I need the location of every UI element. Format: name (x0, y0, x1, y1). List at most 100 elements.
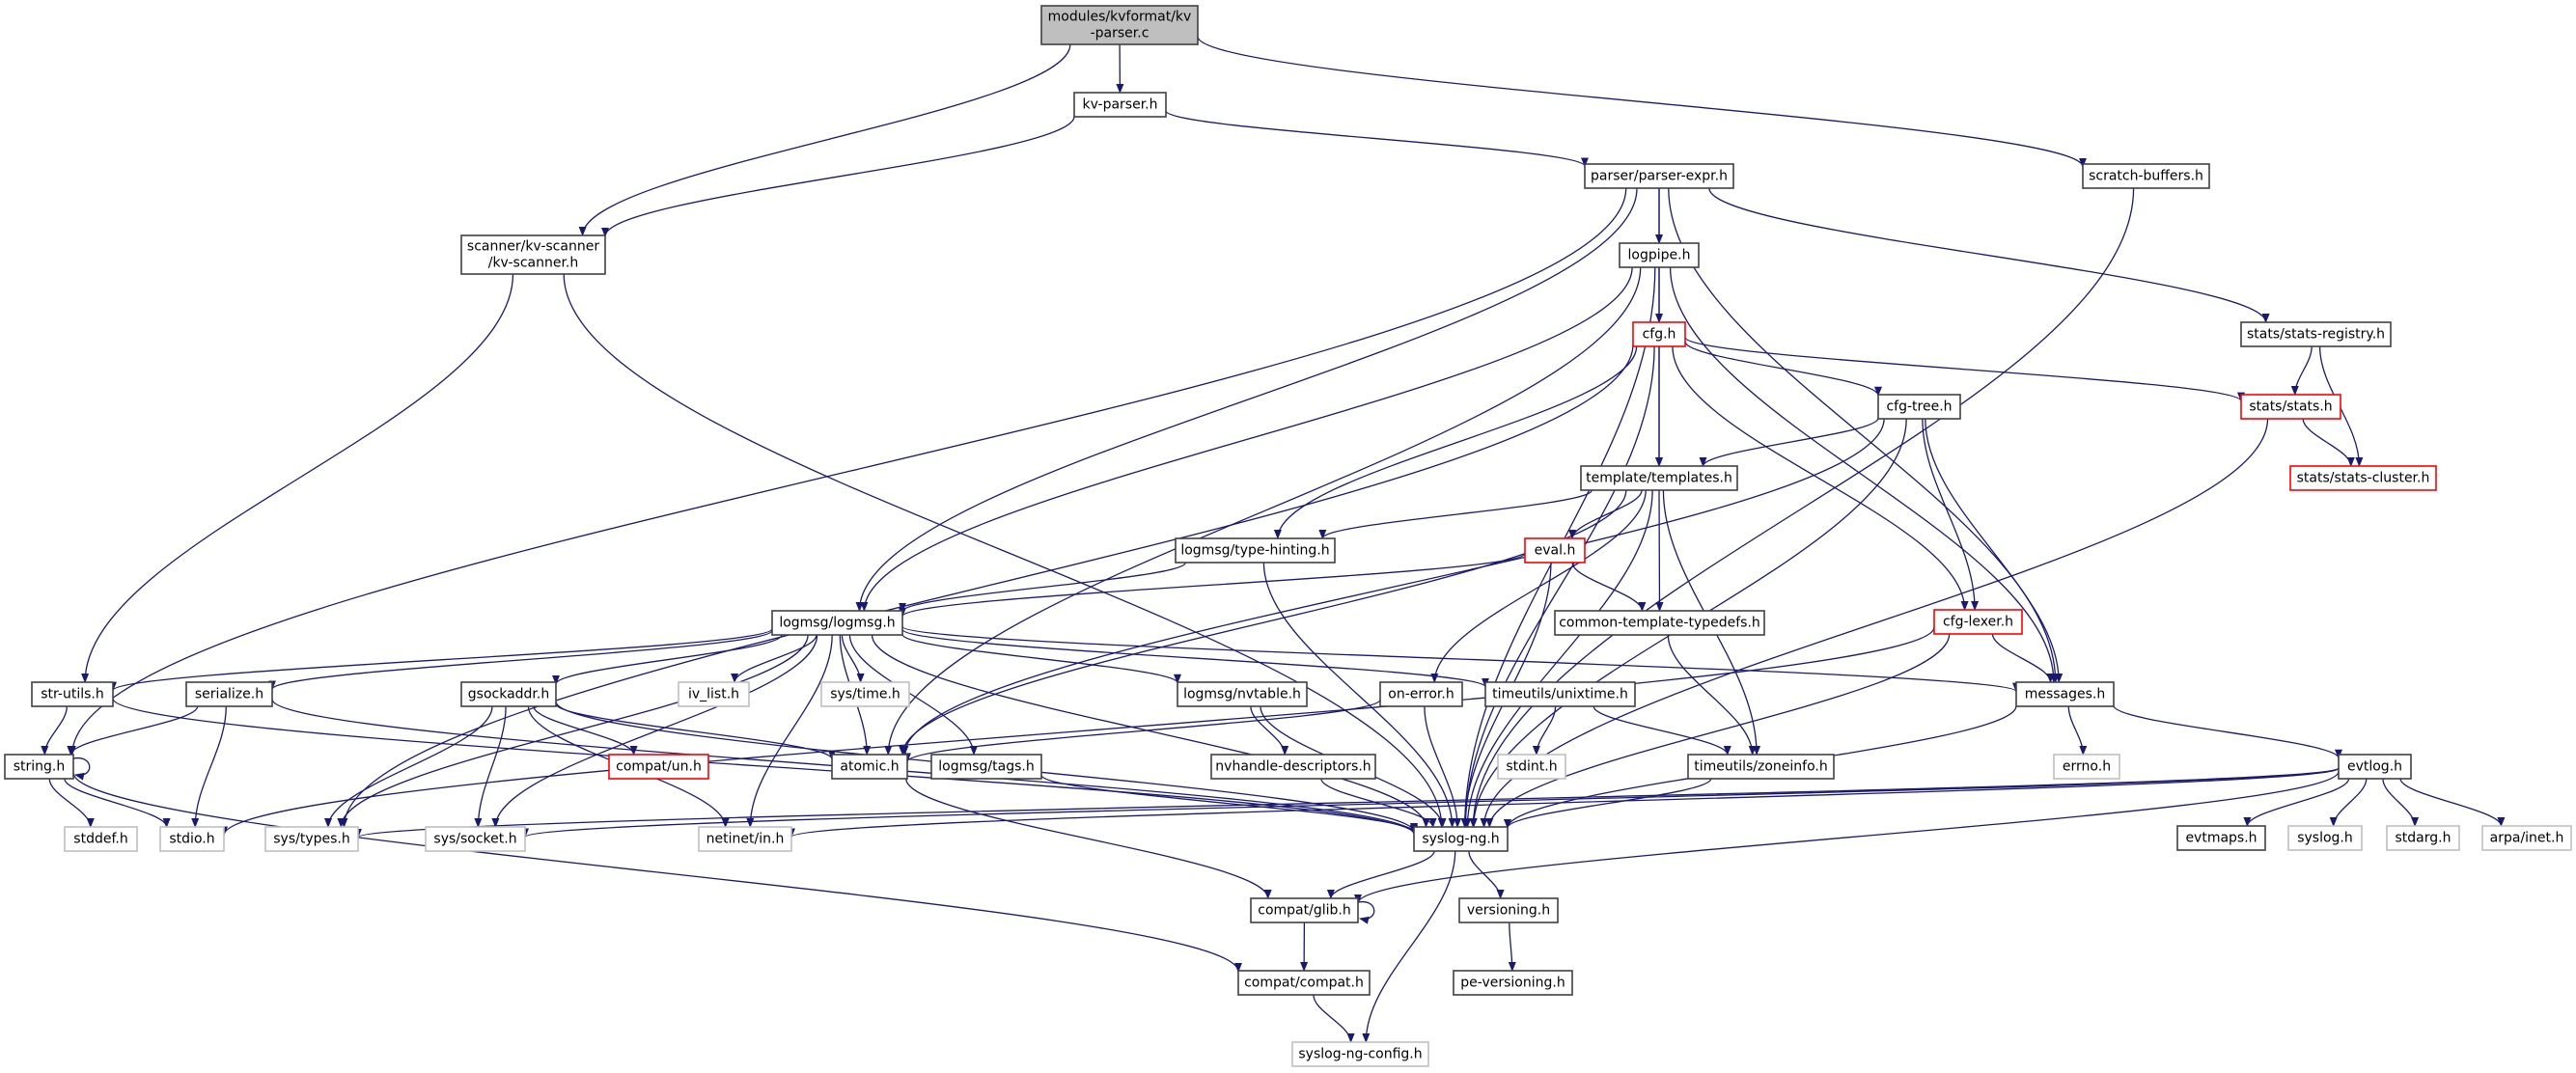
edge-evtlog-to-compat_glib (1354, 771, 2340, 904)
node-netinet-in: netinet/in.h (698, 826, 792, 852)
edge-logmsg-to-syslog_ng (871, 634, 1430, 828)
node-eval[interactable]: eval.h (1524, 537, 1586, 564)
node-label: stddef.h (73, 832, 127, 847)
node-box (1484, 681, 1636, 707)
node-evtmaps[interactable]: evtmaps.h (2176, 825, 2266, 851)
node-gsockaddr[interactable]: gsockaddr.h (460, 681, 557, 707)
node-kv-scanner[interactable]: scanner/kv-scanner/kv-scanner.h (460, 234, 606, 275)
node-box (2176, 825, 2266, 851)
node-versioning[interactable]: versioning.h (1458, 897, 1559, 923)
edge-cfg-to-sys_types (340, 344, 1634, 828)
edge-type_hinting-to-syslog_ng (1262, 562, 1456, 828)
node-box (2287, 825, 2363, 851)
node-box (2082, 163, 2210, 189)
edge-cfg-to-syslog_ng (1461, 345, 1655, 828)
node-box (1210, 754, 1376, 780)
edge-evtlog-to-arpa_inet (2399, 778, 2506, 827)
node-label: logpipe.h (1628, 248, 1691, 263)
node-kv-parser-h[interactable]: kv-parser.h (1073, 92, 1167, 118)
node-box (2289, 465, 2437, 491)
node-cfg-lexer[interactable]: cfg-lexer.h (1933, 609, 2023, 635)
node-nvhandle[interactable]: nvhandle-descriptors.h (1210, 754, 1376, 780)
node-label: errno.h (2063, 759, 2111, 775)
node-label: compat/compat.h (1244, 976, 1364, 991)
edge-cfg_lexer-to-stdio (220, 626, 1935, 837)
node-box (1580, 465, 1738, 491)
node-stats[interactable]: stats/stats.h (2240, 394, 2341, 420)
edge-cfg_lexer-to-messages (1991, 633, 2055, 683)
edge-logpipe-to-logmsg (860, 266, 1633, 612)
node-messages[interactable]: messages.h (2015, 681, 2115, 707)
node-cfg[interactable]: cfg.h (1632, 321, 1686, 347)
node-root[interactable]: modules/kvformat/kv-parser.c (1040, 5, 1199, 45)
edge-logmsg-to-serialize (268, 629, 773, 691)
node-stdio: stdio.h (159, 826, 225, 852)
node-label: nvhandle-descriptors.h (1215, 759, 1371, 775)
node-compat-glib[interactable]: compat/glib.h (1250, 897, 1359, 923)
node-label: messages.h (2025, 687, 2106, 702)
node-tags[interactable]: logmsg/tags.h (930, 754, 1042, 780)
edge-versioning-to-pe_versioning (1508, 922, 1516, 972)
node-label: syslog.h (2297, 831, 2353, 846)
edge-gsockaddr-to-compat_un (533, 705, 638, 756)
node-parser-expr[interactable]: parser/parser-expr.h (1584, 163, 1734, 189)
node-evtlog[interactable]: evtlog.h (2338, 754, 2412, 780)
node-templates[interactable]: template/templates.h (1580, 465, 1738, 491)
node-arpa-inet: arpa/inet.h (2481, 825, 2572, 851)
edge-kv_scanner-to-str_utils (81, 273, 514, 683)
node-str-utils[interactable]: str-utils.h (31, 681, 114, 707)
node-errno: errno.h (2053, 754, 2120, 780)
node-box (1619, 242, 1700, 268)
nodes-layer: modules/kvformat/kv-parser.c kv-parser.h s… (4, 5, 2572, 1067)
node-label: stdarg.h (2396, 831, 2451, 846)
node-label: compat/un.h (616, 759, 702, 775)
edge-cfg-to-stats (1684, 337, 2245, 402)
node-zoneinfo[interactable]: timeutils/zoneinfo.h (1687, 754, 1835, 780)
edge-common_template_typedefs-to-zoneinfo (1667, 634, 1757, 756)
node-box (1379, 681, 1463, 707)
node-syslog-ng[interactable]: syslog-ng.h (1413, 826, 1509, 852)
node-atomic[interactable]: atomic.h (831, 754, 908, 780)
node-cfg-tree[interactable]: cfg-tree.h (1877, 394, 1961, 420)
edge-atomic-to-compat_glib (905, 778, 1272, 899)
node-box (425, 826, 526, 852)
edge-gsockaddr-to-sys_types (324, 705, 493, 828)
edge-unixtime-to-zoneinfo (1593, 705, 1731, 756)
node-box (2338, 754, 2412, 780)
node-box (1497, 754, 1566, 780)
node-label: scratch-buffers.h (2089, 169, 2203, 184)
node-common-template-typedefs[interactable]: common-template-typedefs.h (1554, 610, 1765, 636)
node-scratch-buffers[interactable]: scratch-buffers.h (2082, 163, 2210, 189)
node-compat-un[interactable]: compat/un.h (608, 754, 709, 780)
node-logmsg[interactable]: logmsg/logmsg.h (771, 610, 903, 636)
node-type-hinting[interactable]: logmsg/type-hinting.h (1175, 537, 1336, 564)
edge-cfg_tree-to-messages (1925, 418, 2064, 683)
edge-string_h-to-string_h (72, 757, 91, 781)
edge-root-to-kv_scanner (578, 43, 1071, 236)
node-logpipe[interactable]: logpipe.h (1619, 242, 1700, 268)
node-sys-time: sys/time.h (820, 681, 910, 707)
node-box (264, 826, 359, 852)
edge-kv_scanner-to-syslog_ng (563, 273, 1446, 828)
node-unixtime[interactable]: timeutils/unixtime.h (1484, 681, 1636, 707)
node-pe-versioning[interactable]: pe-versioning.h (1453, 970, 1573, 996)
node-compat-compat[interactable]: compat/compat.h (1237, 970, 1371, 996)
node-box (698, 826, 792, 852)
node-nvtable[interactable]: logmsg/nvtable.h (1177, 681, 1308, 707)
node-stats-cluster[interactable]: stats/stats-cluster.h (2289, 465, 2437, 491)
edge-logmsg-to-sys_socket (491, 634, 818, 828)
node-string-h[interactable]: string.h (4, 754, 74, 780)
edge-logmsg-to-tags (848, 634, 978, 756)
node-label: sys/types.h (273, 832, 349, 847)
node-stats-registry[interactable]: stats/stats-registry.h (2240, 321, 2392, 347)
node-stdarg: stdarg.h (2386, 825, 2460, 851)
edge-logmsg-to-unixtime (901, 628, 1489, 688)
node-box (2053, 754, 2120, 780)
edge-evtlog-to-syslog_h (2329, 778, 2368, 827)
edge-eval-to-logmsg (899, 553, 1526, 618)
node-serialize[interactable]: serialize.h (185, 681, 273, 707)
edge-parser_expr-to-string_h (68, 187, 1627, 756)
node-box (64, 826, 138, 852)
node-on-error[interactable]: on-error.h (1379, 681, 1463, 707)
node-iv-list: iv_list.h (678, 681, 750, 707)
